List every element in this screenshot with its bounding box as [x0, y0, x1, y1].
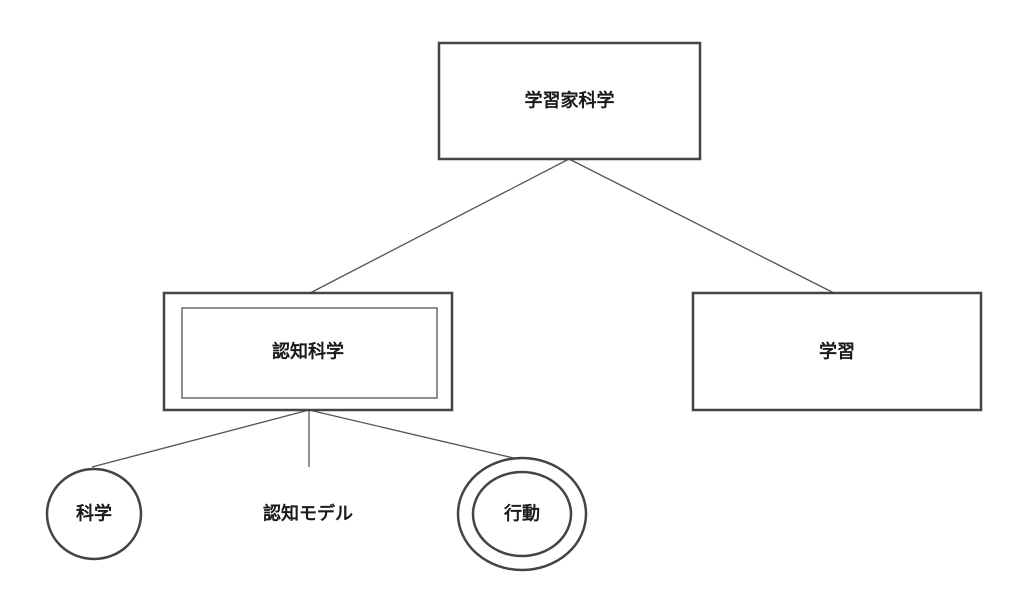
node-learning-label: 学習 — [819, 341, 855, 363]
node-cognitive-science-inner-box — [181, 307, 438, 399]
node-cognitive-science: 認知科学 — [162, 291, 454, 412]
node-science-label: 科学 — [76, 503, 112, 525]
node-science: 科学 — [45, 467, 143, 561]
node-root: 学習家科学 — [437, 41, 702, 161]
node-behavior-outer-ellipse — [456, 456, 588, 572]
node-root-label: 学習家科学 — [525, 90, 615, 112]
node-learning-box — [691, 291, 983, 412]
node-cognitive-science-outer-box — [162, 291, 454, 412]
node-learning: 学習 — [691, 291, 983, 412]
node-science-ellipse — [45, 467, 143, 561]
node-cognitive-model: 認知モデル — [263, 503, 353, 525]
node-cognitive-science-label: 認知科学 — [272, 341, 344, 363]
node-behavior-inner-ellipse — [471, 470, 573, 558]
edges — [91, 158, 835, 468]
node-behavior-label: 行動 — [503, 503, 540, 525]
node-root-box — [437, 41, 702, 161]
edge-root-to-learning — [568, 158, 835, 294]
node-cognitive-model-label: 認知モデル — [263, 503, 353, 525]
edge-root-to-cognitive-science — [309, 158, 570, 294]
node-behavior: 行動 — [456, 456, 588, 572]
edge-cognitive-science-to-science — [91, 409, 310, 468]
edge-cognitive-science-to-behavior — [308, 409, 523, 461]
